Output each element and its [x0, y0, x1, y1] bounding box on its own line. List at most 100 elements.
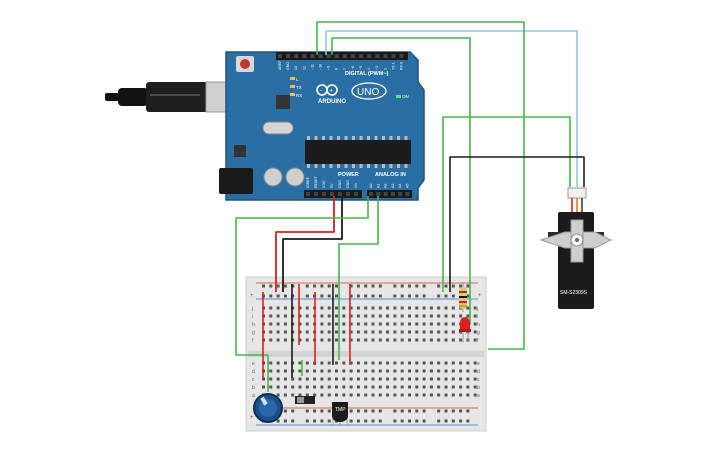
breadboard-hole[interactable] — [429, 322, 433, 326]
breadboard-hole[interactable] — [408, 409, 411, 413]
breadboard-hole[interactable] — [444, 314, 448, 318]
breadboard-hole[interactable] — [378, 369, 382, 373]
breadboard-hole[interactable] — [283, 369, 287, 373]
header-hole[interactable] — [322, 192, 326, 196]
breadboard-hole[interactable] — [400, 322, 404, 326]
breadboard-hole[interactable] — [386, 338, 390, 342]
breadboard-hole[interactable] — [364, 294, 368, 298]
breadboard-hole[interactable] — [276, 369, 280, 373]
header-hole[interactable] — [302, 54, 307, 58]
header-hole[interactable] — [390, 192, 395, 196]
reset-button-cap[interactable] — [240, 59, 250, 69]
breadboard-hole[interactable] — [305, 284, 309, 288]
breadboard-hole[interactable] — [335, 338, 338, 342]
breadboard-hole[interactable] — [400, 393, 404, 397]
breadboard-hole[interactable] — [429, 369, 433, 373]
breadboard-hole[interactable] — [349, 419, 353, 423]
breadboard-hole[interactable] — [429, 338, 433, 342]
breadboard-hole[interactable] — [459, 338, 463, 342]
breadboard-hole[interactable] — [378, 393, 382, 397]
header-hole[interactable] — [399, 54, 404, 58]
breadboard-hole[interactable] — [305, 393, 309, 397]
breadboard-hole[interactable] — [444, 338, 448, 342]
breadboard-hole[interactable] — [349, 322, 353, 326]
breadboard-hole[interactable] — [378, 409, 382, 413]
breadboard-hole[interactable] — [320, 377, 324, 381]
breadboard-hole[interactable] — [408, 377, 411, 381]
breadboard-hole[interactable] — [349, 409, 353, 413]
breadboard-hole[interactable] — [371, 385, 375, 389]
breadboard-hole[interactable] — [415, 409, 419, 413]
breadboard-hole[interactable] — [393, 294, 397, 298]
breadboard-hole[interactable] — [320, 419, 324, 423]
breadboard-hole[interactable] — [378, 294, 382, 298]
breadboard-hole[interactable] — [466, 409, 470, 413]
breadboard-hole[interactable] — [408, 385, 411, 389]
breadboard-hole[interactable] — [364, 419, 368, 423]
header-hole[interactable] — [376, 192, 381, 196]
breadboard-hole[interactable] — [466, 314, 470, 318]
breadboard-hole[interactable] — [327, 369, 331, 373]
breadboard-hole[interactable] — [393, 385, 397, 389]
breadboard-hole[interactable] — [335, 322, 338, 326]
breadboard-hole[interactable] — [437, 369, 441, 373]
breadboard-hole[interactable] — [466, 284, 470, 288]
breadboard-hole[interactable] — [444, 419, 448, 423]
breadboard-hole[interactable] — [451, 338, 455, 342]
breadboard-hole[interactable] — [451, 393, 455, 397]
breadboard-hole[interactable] — [400, 294, 404, 298]
breadboard-hole[interactable] — [327, 338, 331, 342]
breadboard-hole[interactable] — [342, 369, 346, 373]
breadboard-hole[interactable] — [305, 338, 309, 342]
header-hole[interactable] — [306, 192, 310, 196]
header-hole[interactable] — [314, 192, 318, 196]
breadboard-hole[interactable] — [444, 306, 448, 310]
breadboard-hole[interactable] — [386, 369, 390, 373]
breadboard-hole[interactable] — [415, 377, 419, 381]
breadboard-hole[interactable] — [422, 322, 426, 326]
breadboard-hole[interactable] — [342, 361, 346, 365]
breadboard-hole[interactable] — [459, 361, 463, 365]
breadboard-hole[interactable] — [473, 322, 477, 326]
breadboard-hole[interactable] — [444, 369, 448, 373]
breadboard-hole[interactable] — [276, 419, 280, 423]
breadboard-hole[interactable] — [400, 361, 404, 365]
breadboard-hole[interactable] — [451, 361, 455, 365]
breadboard-hole[interactable] — [429, 385, 433, 389]
breadboard-hole[interactable] — [327, 314, 331, 318]
breadboard-hole[interactable] — [305, 419, 309, 423]
breadboard-hole[interactable] — [276, 306, 280, 310]
breadboard-hole[interactable] — [444, 284, 448, 288]
breadboard-hole[interactable] — [305, 314, 309, 318]
breadboard-hole[interactable] — [437, 385, 441, 389]
breadboard-hole[interactable] — [415, 284, 419, 288]
breadboard-hole[interactable] — [305, 369, 309, 373]
breadboard-hole[interactable] — [364, 314, 368, 318]
wire-red-5v[interactable] — [275, 196, 335, 292]
breadboard-hole[interactable] — [371, 284, 375, 288]
breadboard-hole[interactable] — [283, 377, 287, 381]
breadboard-hole[interactable] — [378, 361, 382, 365]
breadboard-hole[interactable] — [408, 294, 411, 298]
breadboard-hole[interactable] — [378, 377, 382, 381]
breadboard-hole[interactable] — [283, 314, 287, 318]
breadboard-hole[interactable] — [422, 409, 426, 413]
breadboard-hole[interactable] — [444, 385, 448, 389]
temperature-sensor[interactable]: TMP — [332, 402, 348, 425]
breadboard-hole[interactable] — [364, 330, 368, 334]
breadboard-hole[interactable] — [437, 377, 441, 381]
breadboard-hole[interactable] — [378, 330, 382, 334]
breadboard-hole[interactable] — [298, 377, 302, 381]
breadboard-hole[interactable] — [313, 419, 317, 423]
resistor[interactable] — [459, 283, 467, 312]
breadboard-hole[interactable] — [415, 306, 419, 310]
breadboard-hole[interactable] — [298, 369, 302, 373]
breadboard-hole[interactable] — [444, 377, 448, 381]
breadboard-hole[interactable] — [473, 369, 477, 373]
breadboard-hole[interactable] — [320, 385, 324, 389]
breadboard-hole[interactable] — [393, 322, 397, 326]
breadboard-hole[interactable] — [342, 385, 346, 389]
breadboard-hole[interactable] — [473, 385, 477, 389]
breadboard-hole[interactable] — [437, 330, 441, 334]
